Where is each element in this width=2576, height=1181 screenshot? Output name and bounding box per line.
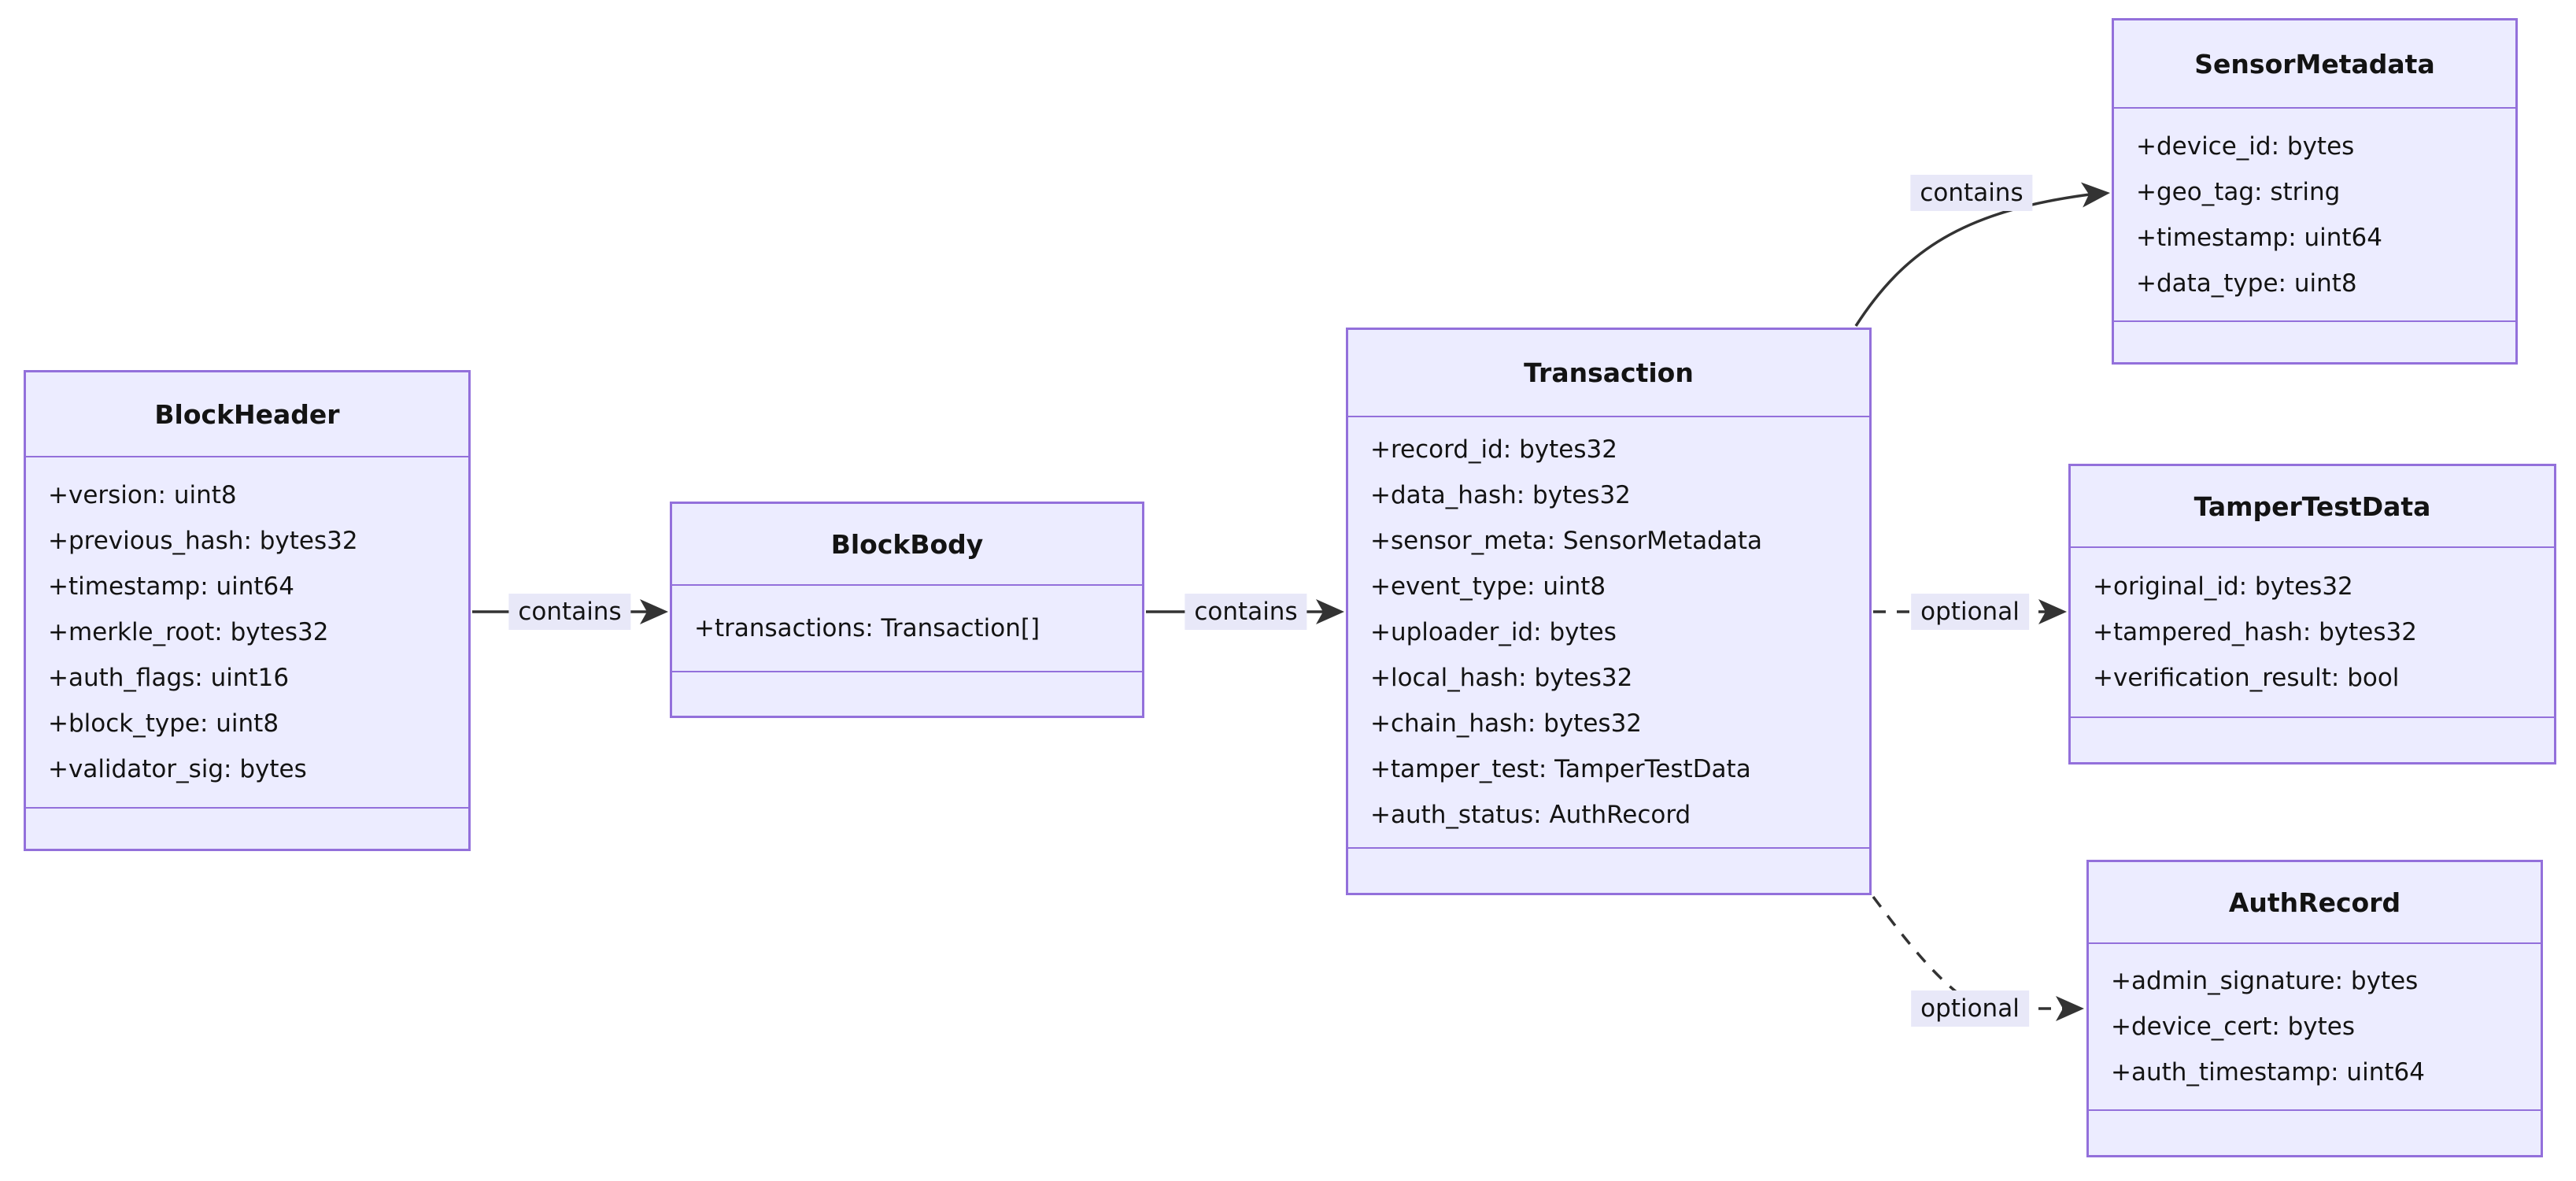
class-box-tampertestdata: TamperTestData +original_id: bytes32 +ta…: [2068, 464, 2556, 765]
class-attribute: +transactions: Transaction[]: [694, 614, 1040, 642]
class-attributes: +record_id: bytes32 +data_hash: bytes32 …: [1348, 417, 1869, 849]
edge-label-contains-1: contains: [508, 594, 631, 630]
class-attribute: +tampered_hash: bytes32: [2093, 618, 2417, 646]
class-attribute: +auth_flags: uint16: [48, 664, 290, 692]
edge-label-optional-2: optional: [1911, 990, 2029, 1027]
class-box-authrecord: AuthRecord +admin_signature: bytes +devi…: [2086, 860, 2543, 1157]
class-attribute: +geo_tag: string: [2136, 177, 2341, 206]
arrowhead-blockbody: [640, 599, 668, 624]
class-box-blockheader: BlockHeader +version: uint8 +previous_ha…: [24, 370, 471, 851]
class-attributes: +version: uint8 +previous_hash: bytes32 …: [26, 457, 468, 809]
class-methods-empty: [2071, 718, 2554, 762]
class-attribute: +timestamp: uint64: [2136, 223, 2382, 252]
arrowhead-transaction: [1316, 599, 1344, 624]
class-attribute: +block_type: uint8: [48, 709, 279, 738]
class-box-sensormetadata: SensorMetadata +device_id: bytes +geo_ta…: [2112, 18, 2518, 365]
class-title: BlockBody: [672, 504, 1142, 586]
class-attributes: +transactions: Transaction[]: [672, 586, 1142, 672]
class-attribute: +timestamp: uint64: [48, 572, 294, 601]
class-attribute: +validator_sig: bytes: [48, 755, 307, 783]
class-attribute: +original_id: bytes32: [2093, 572, 2353, 601]
class-attribute: +device_id: bytes: [2136, 131, 2355, 161]
class-attributes: +original_id: bytes32 +tampered_hash: by…: [2071, 548, 2554, 718]
edge-transaction-sensormetadata: [1854, 193, 2090, 327]
arrowhead-sensormetadata: [2080, 182, 2110, 208]
class-attribute: +verification_result: bool: [2093, 664, 2400, 692]
class-methods-empty: [2089, 1111, 2541, 1155]
class-title: TamperTestData: [2071, 466, 2554, 548]
class-methods-empty: [26, 809, 468, 849]
class-attribute: +version: uint8: [48, 481, 237, 509]
class-attribute: +local_hash: bytes32: [1370, 664, 1633, 692]
arrowhead-authrecord: [2056, 996, 2084, 1021]
class-title: Transaction: [1348, 330, 1869, 417]
class-attribute: +previous_hash: bytes32: [48, 527, 358, 555]
class-title: BlockHeader: [26, 372, 468, 457]
class-attribute: +event_type: uint8: [1370, 572, 1606, 601]
arrowhead-tampertestdata: [2038, 599, 2067, 624]
class-attribute: +chain_hash: bytes32: [1370, 709, 1643, 738]
edge-label-contains-3: contains: [1910, 175, 2033, 211]
class-attribute: +data_type: uint8: [2136, 268, 2357, 298]
class-attribute: +device_cert: bytes: [2111, 1013, 2356, 1041]
class-attribute: +sensor_meta: SensorMetadata: [1370, 527, 1762, 555]
class-attribute: +data_hash: bytes32: [1370, 481, 1631, 509]
edge-transaction-authrecord-diagonal: [1872, 895, 1972, 1005]
class-attribute: +tamper_test: TamperTestData: [1370, 755, 1751, 783]
class-methods-empty: [672, 672, 1142, 716]
class-box-blockbody: BlockBody +transactions: Transaction[]: [670, 502, 1144, 718]
class-attribute: +uploader_id: bytes: [1370, 618, 1617, 646]
class-title: AuthRecord: [2089, 862, 2541, 944]
class-attributes: +device_id: bytes +geo_tag: string +time…: [2114, 109, 2515, 322]
edge-label-optional-1: optional: [1911, 594, 2029, 630]
class-attribute: +auth_timestamp: uint64: [2111, 1058, 2425, 1087]
class-title: SensorMetadata: [2114, 20, 2515, 109]
class-attribute: +auth_status: AuthRecord: [1370, 801, 1691, 829]
class-attribute: +admin_signature: bytes: [2111, 967, 2419, 995]
class-attributes: +admin_signature: bytes +device_cert: by…: [2089, 944, 2541, 1111]
class-attribute: +merkle_root: bytes32: [48, 618, 329, 646]
class-methods-empty: [2114, 322, 2515, 362]
class-box-transaction: Transaction +record_id: bytes32 +data_ha…: [1346, 328, 1872, 895]
class-attribute: +record_id: bytes32: [1370, 435, 1617, 464]
class-methods-empty: [1348, 849, 1869, 893]
edge-label-contains-2: contains: [1185, 594, 1307, 630]
